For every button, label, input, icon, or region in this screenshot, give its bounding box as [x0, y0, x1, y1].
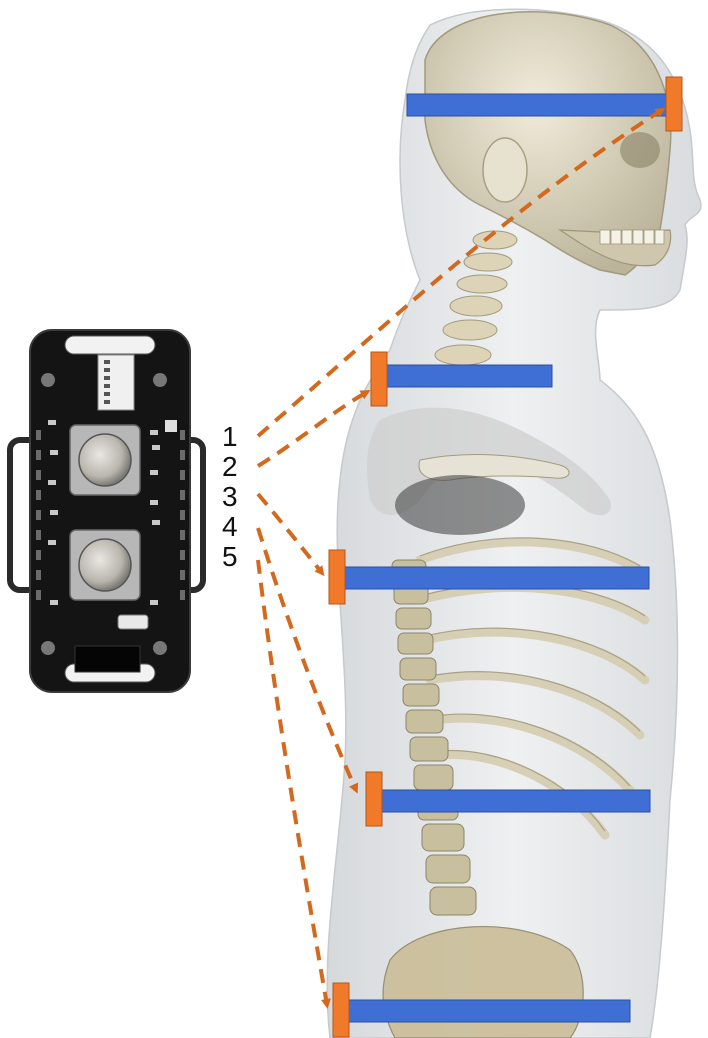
sensor-board-icon: [7, 329, 206, 693]
strap-bar: [345, 999, 631, 1023]
header-pins: [104, 360, 110, 404]
arrow-5: [256, 559, 331, 1009]
mount-hole: [153, 641, 167, 655]
sensor-tab: [365, 771, 383, 827]
connector-header: [97, 354, 135, 411]
board-chip: [117, 614, 149, 630]
mount-hole: [41, 641, 55, 655]
sensor-label-5: 5: [222, 541, 238, 572]
sensor-label-1: 1: [222, 421, 238, 452]
arrow-3: [256, 492, 325, 577]
board-components: [48, 420, 177, 605]
board-connector-port: [74, 645, 141, 673]
strap-neck: [370, 351, 553, 407]
sensor-tab: [665, 76, 683, 132]
sensor-tab: [370, 351, 388, 407]
strap-waist: [365, 771, 651, 827]
strap-bar: [406, 93, 671, 117]
strap-bar: [344, 566, 650, 590]
sensor-tab: [332, 982, 350, 1038]
sensor-label-2: 2: [222, 451, 238, 482]
sensor-label-3: 3: [222, 481, 238, 512]
arrow-2: [256, 390, 371, 468]
sensor-label-4: 4: [222, 511, 238, 542]
strap-bar: [381, 789, 651, 813]
shoulder-shadow: [395, 475, 525, 535]
cervical-spine: [434, 230, 518, 366]
arrow-1: [256, 107, 666, 438]
human-torso-skeleton-icon: [326, 8, 702, 1038]
teeth: [599, 229, 665, 245]
strap-head: [406, 76, 683, 132]
ear: [482, 137, 528, 203]
strap-bar: [384, 364, 553, 388]
board-edge-pads: [36, 430, 185, 600]
mount-hole: [41, 373, 55, 387]
sensor-tab: [328, 549, 346, 605]
pressure-sensor-bottom: [78, 538, 132, 592]
mount-hole: [153, 373, 167, 387]
board-slot-top: [64, 335, 156, 355]
placement-arrows: [256, 107, 666, 1009]
strap-chest: [328, 549, 650, 605]
spine: [391, 559, 477, 916]
arrow-4: [256, 527, 359, 794]
strap-hip: [332, 982, 631, 1038]
pressure-sensor-top: [78, 433, 132, 487]
eye-socket: [620, 132, 660, 168]
sensor-number-labels: 1 2 3 4 5: [222, 421, 238, 572]
